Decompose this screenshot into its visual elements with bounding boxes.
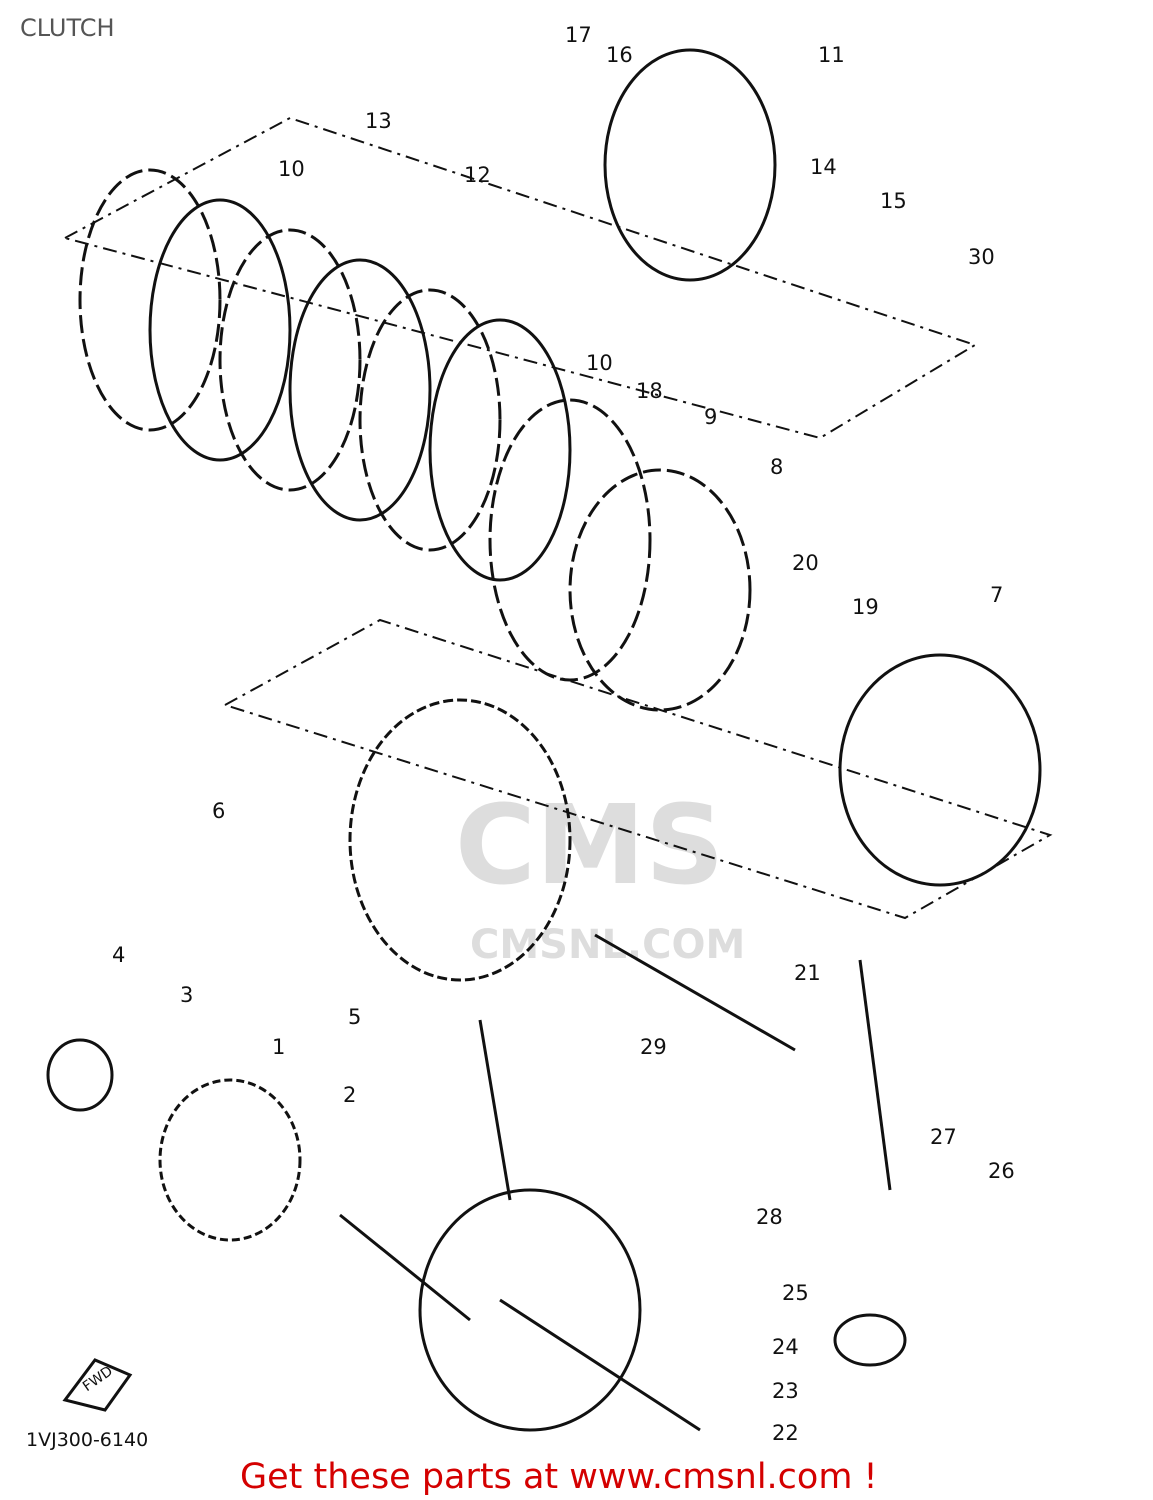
callout-10: 10 xyxy=(278,157,305,181)
callout-10b: 10 xyxy=(586,351,613,375)
callout-2: 2 xyxy=(343,1083,357,1107)
watermark-logo: CMS xyxy=(455,781,725,909)
callout-20: 20 xyxy=(792,551,819,575)
pressure-plate xyxy=(603,48,777,282)
callout-14: 14 xyxy=(810,155,837,179)
primary-driven-gear xyxy=(348,698,572,982)
diagram-code: 1VJ300-6140 xyxy=(26,1429,149,1451)
watermark-site: CMSNL.COM xyxy=(470,922,746,968)
callout-26: 26 xyxy=(988,1159,1015,1183)
callout-3: 3 xyxy=(180,983,194,1007)
kick-shaft xyxy=(858,959,892,1191)
fwd-arrow xyxy=(62,1358,133,1412)
clutch-plates-boundary xyxy=(64,116,978,440)
callout-12: 12 xyxy=(464,163,491,187)
cta-link[interactable]: Get these parts at www.cmsnl.com ! xyxy=(240,1457,878,1497)
push-rod xyxy=(594,933,796,1052)
callout-6: 6 xyxy=(212,799,226,823)
callout-19: 19 xyxy=(852,595,879,619)
callout-8: 8 xyxy=(770,455,784,479)
nut xyxy=(46,1038,114,1112)
diagram-title: CLUTCH xyxy=(20,14,115,42)
callout-13: 13 xyxy=(365,109,392,133)
callout-27: 27 xyxy=(930,1125,957,1149)
callout-18: 18 xyxy=(636,379,663,403)
clutch-plates xyxy=(78,168,752,712)
callout-22: 22 xyxy=(772,1421,799,1445)
clutch-boss xyxy=(838,653,1042,887)
callout-23: 23 xyxy=(772,1379,799,1403)
callout-4: 4 xyxy=(112,943,126,967)
callout-17: 17 xyxy=(565,23,592,47)
crankshaft xyxy=(339,1019,701,1432)
callout-21: 21 xyxy=(794,961,821,985)
callout-29: 29 xyxy=(640,1035,667,1059)
callout-24: 24 xyxy=(772,1335,799,1359)
crank-web xyxy=(418,1188,642,1432)
callout-11: 11 xyxy=(818,43,845,67)
bearing xyxy=(833,1313,907,1367)
hub-boundary xyxy=(224,618,1053,920)
callout-28: 28 xyxy=(756,1205,783,1229)
callout-15: 15 xyxy=(880,189,907,213)
callout-5: 5 xyxy=(348,1005,362,1029)
drive-gear xyxy=(158,1078,302,1242)
callout-1: 1 xyxy=(272,1035,286,1059)
callout-9: 9 xyxy=(704,405,718,429)
callout-25: 25 xyxy=(782,1281,809,1305)
callout-7: 7 xyxy=(990,583,1004,607)
callout-30: 30 xyxy=(968,245,995,269)
callout-16: 16 xyxy=(606,43,633,67)
